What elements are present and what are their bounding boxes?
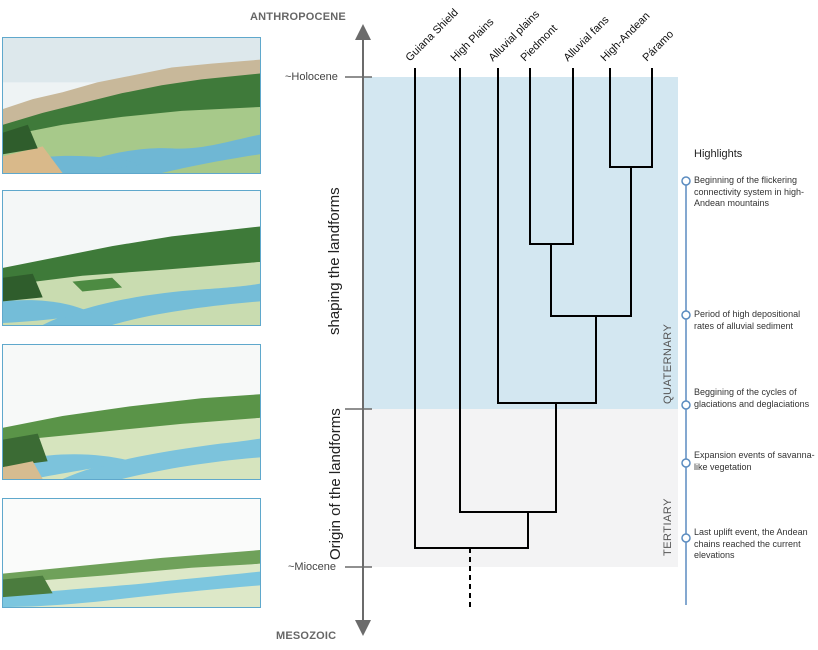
landscape-panel-3 [2, 344, 261, 480]
landscape-panel-2 [2, 190, 261, 326]
era-top-label: ANTHROPOCENE [250, 11, 346, 23]
highlights-title: Highlights [694, 148, 743, 160]
epoch-miocene-label: ~Miocene [288, 561, 337, 573]
period-quaternary-label: QUATERNARY [662, 323, 674, 404]
highlight-text-2: Period of high depositional rates of all… [694, 309, 801, 331]
period-tertiary-label: TERTIARY [662, 498, 674, 556]
highlight-text-3: Beggining of the cycles of glaciations a… [694, 387, 810, 409]
highlight-text-5: Last uplift event, the Andean chains rea… [694, 527, 808, 560]
highlight-marker-3 [681, 400, 691, 410]
phase-shaping-label: shaping the landforms [326, 187, 343, 335]
epoch-holocene-label: ~Holocene [285, 71, 338, 83]
highlight-marker-2 [681, 310, 691, 320]
highlight-text-4: Expansion events of savanna-like vegetat… [694, 450, 815, 472]
tertiary-band [362, 409, 678, 567]
phase-origin-label: Origin of the landforms [327, 408, 344, 560]
landform-tree [414, 68, 653, 608]
highlight-marker-5 [681, 533, 691, 543]
highlight-marker-1 [681, 176, 691, 186]
highlight-marker-4 [681, 458, 691, 468]
landscape-panel-1 [2, 37, 261, 174]
landscape-panel-4 [2, 498, 261, 608]
era-bottom-label: MESOZOIC [276, 630, 337, 642]
highlight-line [681, 176, 691, 605]
time-arrow [345, 24, 372, 636]
highlight-text-1: Beginning of the flickering connectivity… [694, 175, 805, 208]
